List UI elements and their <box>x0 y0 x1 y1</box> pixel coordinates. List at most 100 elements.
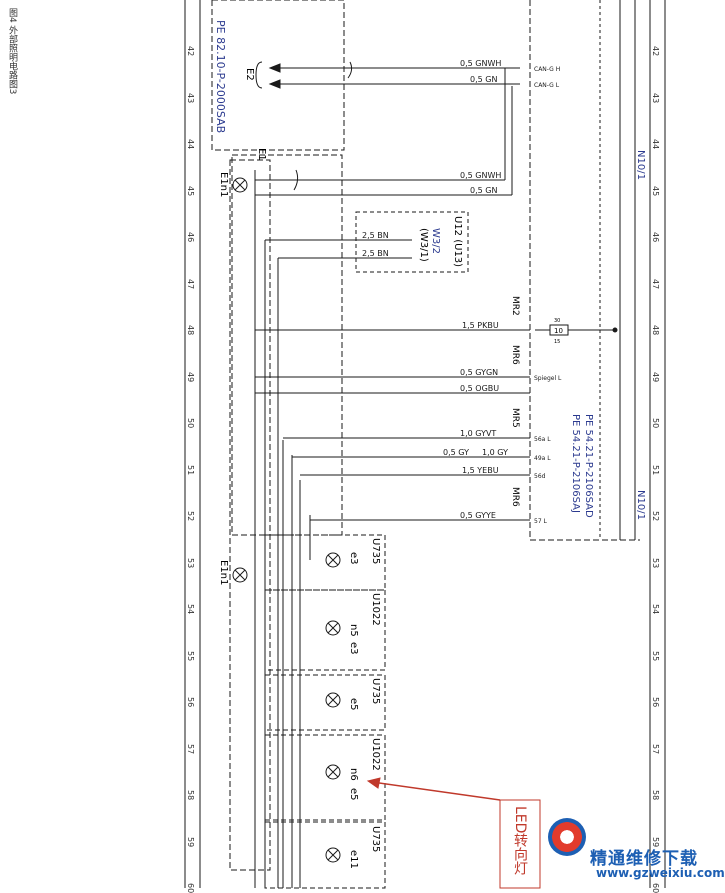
module-u735-b: U735 <box>370 678 381 705</box>
figure-caption: 图4 外部照明电路图3 <box>7 8 17 95</box>
grid-number: 47 <box>651 278 660 289</box>
grid-number: 56 <box>651 697 660 708</box>
grid-number: 42 <box>651 46 660 57</box>
grid-number: 45 <box>651 185 660 196</box>
component-w3-1: (W3/1) <box>418 228 429 262</box>
grid-number: 48 <box>186 325 195 336</box>
lamp-label-e3-b: e3 <box>348 642 359 655</box>
watermark-url: www.gzweixiu.com <box>596 866 725 880</box>
wire-label: 0,5 GY <box>443 448 469 457</box>
connector-mr6-b: MR6 <box>510 487 520 507</box>
wire-label: 1,0 GYVT <box>460 429 496 438</box>
grid-number: 44 <box>651 139 660 150</box>
grid-number: 49 <box>186 371 195 382</box>
watermark-logo <box>548 818 586 856</box>
component-n10-bottom: N10/1 <box>635 490 646 520</box>
wire-label: 0,5 GN <box>470 186 497 195</box>
wire-label: 0,5 GNWH <box>460 171 501 180</box>
fuse-value: 10 <box>554 327 563 335</box>
lamp-label-e5-b: e5 <box>348 788 359 801</box>
component-e2: E2 <box>244 68 255 81</box>
grid-number: 53 <box>651 557 660 568</box>
grid-number: 57 <box>186 743 195 754</box>
grid-number: 45 <box>186 185 195 196</box>
component-w3-2: W3/2 <box>430 228 441 254</box>
module-u1022-a: U1022 <box>370 593 381 626</box>
grid-number: 58 <box>651 790 660 801</box>
reference-right-a: PE 54.21-P-2106SAD <box>583 414 594 518</box>
grid-number: 52 <box>186 511 195 522</box>
lamp-cross <box>327 554 339 566</box>
lamp-cross <box>327 766 339 778</box>
grid-number: 59 <box>651 836 660 847</box>
component-e1: E1 <box>256 148 267 161</box>
pin-label: CAN-G L <box>534 82 560 89</box>
wire-label: 2,5 BN <box>362 249 389 258</box>
wiring-diagram-page: 图4 外部照明电路图3 <box>7 0 725 893</box>
lamp-label-e5-a: e5 <box>348 698 359 711</box>
lamp-cross <box>327 622 339 634</box>
lamp-label-e3-a: e3 <box>348 552 359 565</box>
wire-label: 0,5 GN <box>470 75 497 84</box>
component-e1n1-bottom: E1n1 <box>218 560 229 586</box>
lamp-label-n5: n5 <box>348 624 359 637</box>
wire-label: 1,0 GY <box>482 448 508 457</box>
grid-number: 58 <box>186 790 195 801</box>
lamp-cross <box>327 849 339 861</box>
component-u12: U12 (U13) <box>452 216 463 268</box>
pin-label: 56a L <box>534 436 551 443</box>
grid-number: 43 <box>186 92 195 103</box>
module-u735-a: U735 <box>370 538 381 565</box>
grid-number: 50 <box>651 418 660 429</box>
connector-mr6-a: MR6 <box>510 345 520 365</box>
grid-number: 56 <box>186 697 195 708</box>
led-annotation: LED转向灯 <box>512 806 528 876</box>
grid-number: 52 <box>651 511 660 522</box>
grid-number: 42 <box>186 46 195 57</box>
wire-label: 0,5 GYGN <box>460 368 498 377</box>
pin-label: 56d <box>534 473 546 480</box>
wire-label: 0,5 GYYE <box>460 511 496 520</box>
module-u735-c: U735 <box>370 826 381 853</box>
wire-label: 1,5 YEBU <box>462 466 499 475</box>
grid-number: 55 <box>186 650 195 661</box>
grid-number: 54 <box>651 604 660 615</box>
grid-number: 55 <box>651 650 660 661</box>
grid-number: 60 <box>651 883 660 893</box>
pin-label: 49a L <box>534 455 551 462</box>
grid-number: 48 <box>651 325 660 336</box>
grid-number: 53 <box>186 557 195 568</box>
grid-number: 57 <box>651 743 660 754</box>
grid-number: 54 <box>186 604 195 615</box>
reference-top: PE 82.10-P-2000SAB <box>214 20 227 134</box>
pin-label: CAN-G H <box>534 66 560 73</box>
pin-label: 57 L <box>534 518 548 525</box>
lamp-label-n6: n6 <box>348 768 359 781</box>
grid-number: 60 <box>186 883 195 893</box>
fuse-label-a: 30 <box>554 318 560 324</box>
wire-label: 0,5 OGBU <box>460 384 499 393</box>
fuse-symbol <box>549 324 569 336</box>
grid-number: 51 <box>186 464 195 475</box>
wire-label: 2,5 BN <box>362 231 389 240</box>
component-n10-top: N10/1 <box>635 150 646 180</box>
grid-number: 51 <box>651 464 660 475</box>
connector-mr5: MR5 <box>510 408 520 428</box>
grid-number: 59 <box>186 836 195 847</box>
connector-mr2: MR2 <box>510 296 520 316</box>
fuse-label-b: 15 <box>554 339 560 345</box>
watermark-brand: 精通维修下载 <box>590 849 698 869</box>
circuit-diagram: 0,5 GNWH CAN-G H 0,5 GN CAN-G L 0,5 GNWH 0,5 … <box>184 0 666 889</box>
lamp-label-e11: e11 <box>348 850 359 869</box>
grid-number: 46 <box>186 232 195 243</box>
grid-number: 47 <box>186 278 195 289</box>
lamp-cross <box>327 694 339 706</box>
component-e1n1-top: E1n1 <box>218 172 229 198</box>
module-u1022-b: U1022 <box>370 738 381 771</box>
grid-number: 49 <box>651 371 660 382</box>
grid-number: 43 <box>651 92 660 103</box>
wire-label: 0,5 GNWH <box>460 59 501 68</box>
pin-label: Spiegel L <box>534 375 562 382</box>
grid-number: 44 <box>186 139 195 150</box>
grid-number: 46 <box>651 232 660 243</box>
